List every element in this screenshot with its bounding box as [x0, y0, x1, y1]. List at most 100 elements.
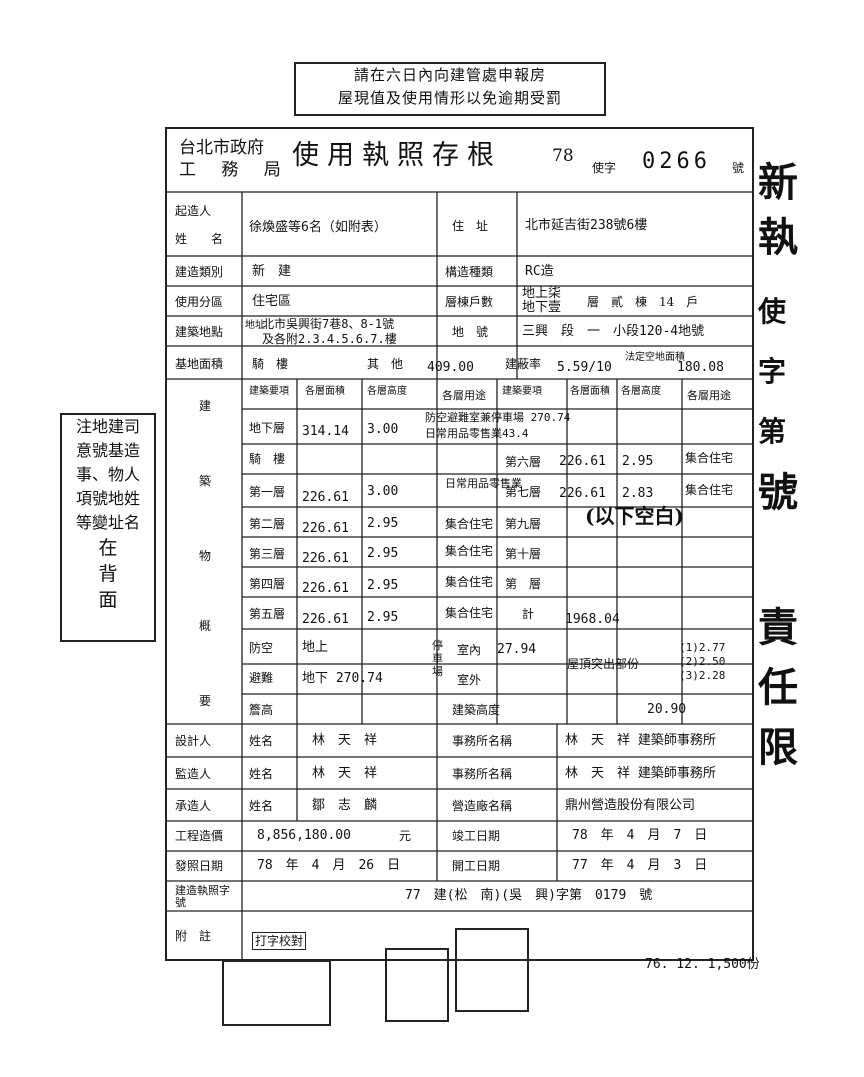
supervisor-label: 監造人	[175, 767, 212, 781]
builder-name-label: 姓 名	[175, 232, 224, 246]
designer-office-label: 事務所名稱	[452, 734, 513, 748]
floors-below: 地下壹	[522, 300, 562, 315]
floor-5-height: 2.95	[367, 610, 399, 625]
builder-label: 起造人	[175, 204, 212, 218]
indoor-value: 27.94	[497, 642, 537, 657]
building-height-label: 建築高度	[452, 703, 501, 717]
floor-3-area: 226.61	[302, 551, 349, 566]
floor-5-label: 第五層	[249, 607, 286, 621]
official-seal-left	[222, 960, 331, 1026]
building-height-value: 20.90	[647, 702, 687, 717]
floor-3-use: 集合住宅	[445, 544, 494, 558]
floor-3-label: 第三層	[249, 547, 286, 561]
lot-value: 三興 段 一 小段120-4地號	[522, 324, 705, 339]
right-edge-char: 執	[758, 214, 798, 261]
floor-1-height: 3.00	[367, 484, 399, 499]
side-note-line: 注地建司	[75, 417, 140, 436]
floor-4-use: 集合住宅	[445, 575, 494, 589]
permit-form: 台北市政府 工 務 局 使用執照存根 78 使字 0266 號 起造人 姓 名 …	[165, 127, 754, 961]
print-run-footer: 76. 12. 1,500份	[645, 957, 760, 972]
top-notice-stamp: 請在六日內向建管處申報房 屋現值及使用情形以免逾期受罰	[294, 62, 606, 116]
cost-label: 工程造價	[175, 829, 224, 843]
floor-10-label: 第十層	[505, 547, 542, 561]
right-edge-char: 責	[758, 604, 798, 651]
overview-label-4: 概	[199, 619, 212, 633]
parking-label: 停車場	[432, 639, 443, 678]
right-edge-char: 號	[758, 469, 798, 516]
coverage-value: 5.59/10	[557, 360, 612, 375]
floors-count: 層 貳 棟 14 戶	[587, 295, 699, 309]
permit-value: 77 建(松 南)(吳 興)字第 0179 號	[405, 888, 653, 903]
side-note-tail: 面	[98, 589, 118, 611]
other-area: 409.00	[427, 360, 474, 375]
arcade-floor-label: 騎 樓	[249, 452, 286, 466]
col-height-header: 各層高度	[367, 386, 407, 397]
supervisor-name: 林 天 祥	[312, 766, 378, 781]
overview-label-5: 要	[199, 694, 212, 708]
floor-6-area: 226.61	[559, 454, 606, 469]
floor-5-use: 集合住宅	[445, 606, 494, 620]
form-title: 使用執照存根	[292, 140, 502, 171]
completed-label: 竣工日期	[452, 829, 501, 843]
side-note-line: 事、物人	[75, 465, 140, 484]
builder-address: 北市延吉街238號6樓	[525, 218, 648, 233]
floor-4-area: 226.61	[302, 581, 349, 596]
indoor-label: 室內	[457, 643, 482, 657]
evacuation-label: 避難	[249, 671, 274, 685]
right-edge-char: 限	[758, 724, 798, 771]
floor-x-label: 第 層	[505, 577, 542, 591]
floor-7-area: 226.61	[559, 486, 606, 501]
basement-label: 地下層	[249, 421, 286, 435]
col-use-header-2: 各層用途	[687, 389, 731, 402]
roof-value-3: (3)2.28	[679, 669, 726, 682]
site-address-2: 及各附2.3.4.5.6.7.樓	[262, 332, 397, 346]
total-label: 計	[522, 607, 535, 621]
basement-height: 3.00	[367, 422, 399, 437]
floors-above: 地上柒	[522, 286, 562, 301]
agency-name-1: 台北市政府	[179, 138, 264, 158]
floor-5-area: 226.61	[302, 612, 349, 627]
area-label: 基地面積	[175, 357, 224, 371]
side-note-line: 項號地姓	[75, 489, 140, 508]
issued-label: 發照日期	[175, 859, 224, 873]
permit-prefix: 使字	[592, 161, 617, 175]
site-address-1: 北市吳興街7巷8、8-1號	[262, 317, 395, 331]
coverage-label: 建蔽率	[505, 357, 542, 371]
right-edge-char: 使	[758, 295, 787, 328]
floor-2-height: 2.95	[367, 516, 399, 531]
contractor-firm-label: 營造廠名稱	[452, 799, 513, 813]
completed-date: 78 年 4 月 7 日	[572, 828, 708, 843]
floor-7-height: 2.83	[622, 486, 654, 501]
below-blank-note: (以下空白)	[585, 504, 684, 528]
designer-label: 設計人	[175, 734, 212, 748]
site-address-label: 地址	[245, 320, 265, 331]
builder-name: 徐煥盛等6名（如附表）	[249, 220, 387, 235]
roof-value-1: (1)2.77	[679, 641, 726, 654]
col-area-header-2: 各層面積	[570, 386, 610, 397]
floor-2-use: 集合住宅	[445, 517, 494, 531]
floor-2-area: 226.61	[302, 521, 349, 536]
col-use-header: 各層用途	[442, 389, 486, 402]
side-note-tail: 背	[98, 563, 118, 585]
right-edge-char: 第	[758, 415, 787, 448]
floor-4-label: 第四層	[249, 577, 286, 591]
arcade-label: 騎 樓	[252, 357, 289, 371]
typed-check-stamp: 打字校對	[252, 932, 307, 950]
build-type-value: 新 建	[252, 264, 292, 279]
top-notice-line-1: 請在六日內向建管處申報房	[353, 66, 546, 84]
col-height-header-2: 各層高度	[621, 386, 661, 397]
floor-4-height: 2.95	[367, 578, 399, 593]
roof-value-2: (2)2.50	[679, 655, 726, 668]
permit-suffix: 號	[732, 161, 745, 175]
floor-6-use: 集合住宅	[685, 451, 734, 465]
floor-6-label: 第六層	[505, 455, 542, 469]
overview-label-2: 築	[199, 474, 212, 488]
right-edge-char: 任	[758, 664, 798, 711]
floor-6-height: 2.95	[622, 454, 654, 469]
col-item-header: 建築要項	[249, 386, 289, 397]
started-date: 77 年 4 月 3 日	[572, 858, 708, 873]
shelter-label: 防空	[249, 641, 274, 655]
total-area: 1968.04	[565, 612, 620, 627]
floor-3-height: 2.95	[367, 546, 399, 561]
side-note-line: 等變址名	[75, 513, 140, 532]
